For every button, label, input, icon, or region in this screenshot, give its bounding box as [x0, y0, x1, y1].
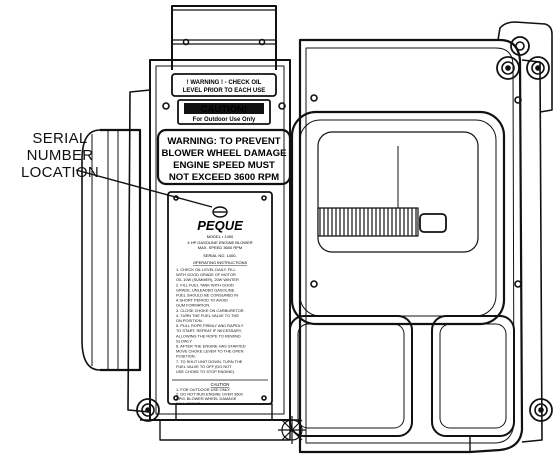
screw-icon — [258, 38, 266, 46]
plate-serial: SERIAL NO. 1400- — [203, 253, 237, 258]
housing-outline — [298, 38, 524, 454]
fuel-tank-inner — [297, 323, 405, 429]
plate-text-line: 2. DO NOT RUN ENGINE OVER 3600 — [176, 392, 244, 397]
plate-instructions-title: OPERATING INSTRUCTIONS — [193, 260, 248, 265]
check-oil-label — [171, 73, 277, 97]
screw-icon — [173, 395, 179, 401]
plate-text-line: GUM FORMATION. — [176, 303, 210, 308]
serial-number-callout: SERIAL NUMBER LOCATION — [6, 130, 114, 181]
plate-text-line: TO START. REPEAT IF NECESSARY, — [176, 328, 242, 333]
plate-caution-title: CAUTION — [211, 382, 230, 387]
plate-text-line: RPM. BLOWER WHEEL DAMAGE — [176, 396, 237, 401]
bolt-icon — [496, 56, 520, 80]
screw-icon — [310, 94, 318, 102]
plate-text-line: 3. CLOSE CHOKE ON CARBURETOR. — [176, 308, 245, 313]
check-oil-line1: ! WARNING ! - CHECK OIL — [187, 80, 262, 86]
plate-desc1: 4 HP GASOLINE ENGINE BLOWER — [187, 240, 252, 245]
fuel-tank — [289, 315, 413, 437]
plate-text-line: 1. FOR OUTDOOR USE ONLY. — [176, 387, 231, 392]
bolt-icon — [526, 56, 550, 80]
plate-text-line: OIL 10W (SUMMER), 20W WINTER — [176, 277, 239, 282]
brand-logo-icon — [212, 206, 228, 218]
check-oil-line2: LEVEL PRIOR TO EACH USE — [183, 88, 265, 94]
caution-text: For Outdoor Use Only — [193, 117, 256, 123]
center-panel-inner — [155, 65, 285, 415]
engine-base — [299, 436, 471, 452]
plate-cautions: 1. FOR OUTDOOR USE ONLY.2. DO NOT RUN EN… — [176, 387, 244, 406]
plate-text-line: FUEL SHOULD BE CONSUMED IN — [176, 293, 238, 298]
screw-icon — [261, 395, 267, 401]
callout-line: NUMBER — [26, 147, 94, 164]
top-duct-band — [172, 9, 276, 45]
air-filter — [431, 315, 515, 437]
warning-line3: ENGINE SPEED MUST — [173, 160, 275, 171]
plate-text-line: POSITION. — [176, 354, 196, 359]
caution-title: CAUTION! — [201, 104, 247, 115]
engine-cover-panel — [317, 131, 479, 253]
housing-top-left — [127, 89, 151, 413]
engine-cover — [290, 110, 506, 326]
callout-line: LOCATION — [21, 164, 99, 181]
bottom-bracket — [175, 403, 273, 421]
plate-desc2: MAX. SPEED 3600 RPM — [198, 245, 242, 250]
screw-icon — [310, 280, 318, 288]
plate-text-line: MOVE CHOKE LEVER TO THE OPEN — [176, 349, 244, 354]
screw-icon — [261, 195, 267, 201]
plate-text-line: WILL OCCUR. — [176, 401, 201, 406]
plate-text-line: USE CHOKE TO STOP ENGINE). — [176, 369, 235, 374]
top-duct — [171, 5, 277, 70]
cooling-fins — [317, 207, 419, 237]
blower-outlet-ring — [91, 130, 119, 370]
plate-brand: PEQUE — [197, 218, 243, 233]
plate-model: MODEL • 1400 — [207, 234, 234, 239]
screw-icon — [514, 96, 522, 104]
screw-icon — [162, 102, 170, 110]
caution-label-group — [177, 99, 271, 125]
plate-text-line: 6. AFTER THE ENGINE HAS STARTED — [176, 344, 246, 349]
plate-text-line: 5. PULL ROPE FIRMLY AND RAPIDLY — [176, 323, 244, 328]
plate-text-line: GRADE, UNLEADED GASOLINE. — [176, 287, 235, 292]
bolt-icon — [510, 36, 530, 56]
housing-inner-outline — [305, 47, 515, 444]
bolt-icon — [136, 398, 160, 422]
plate-text-line: A SHORT PERIOD TO AVOID — [176, 298, 228, 303]
warning-line2: BLOWER WHEEL DAMAGE — [161, 148, 287, 159]
warning-line4: NOT EXCEED 3600 RPM — [169, 172, 279, 183]
plate-text-line: ON POSITION. — [176, 318, 203, 323]
screw-icon — [182, 38, 190, 46]
plate-text-line: ALLOWING THE ROPE TO REWIND — [176, 333, 241, 338]
air-filter-inner — [439, 323, 507, 429]
bolt-icon — [529, 398, 553, 422]
screw-icon — [514, 280, 522, 288]
plate-text-line: WITH GOOD GRADE OF MOTOR — [176, 272, 236, 277]
plate-text-line: 2. FILL FUEL TANK WITH GOOD — [176, 282, 234, 287]
plate-text-line: 4. TURN THE FUEL VALVE TO THE — [176, 313, 239, 318]
callout-leader-line — [75, 169, 213, 208]
pull-handle — [419, 213, 447, 233]
housing-top-bracket — [497, 21, 553, 113]
plate-text-line: 7. TO SHUT UNIT DOWN, TURN THE — [176, 359, 243, 364]
housing-right-edge — [521, 59, 543, 443]
plate-text-line: SLOWLY. — [176, 338, 193, 343]
plate-text-line: FUEL VALVE TO OFF (DO NOT — [176, 364, 232, 369]
plate-text-line: 1. CHECK OIL LEVEL DAILY. FILL — [176, 267, 237, 272]
plate-instructions: 1. CHECK OIL LEVEL DAILY. FILL WITH GOOD… — [176, 267, 246, 374]
blower-outlet-rim — [81, 129, 101, 371]
blower-outlet — [100, 128, 142, 372]
warning-label-box — [156, 128, 292, 186]
callout-line: SERIAL — [32, 130, 88, 147]
bottom-feet — [140, 419, 300, 441]
screw-icon — [278, 102, 286, 110]
warning-line1: WARNING: TO PREVENT — [167, 136, 280, 147]
